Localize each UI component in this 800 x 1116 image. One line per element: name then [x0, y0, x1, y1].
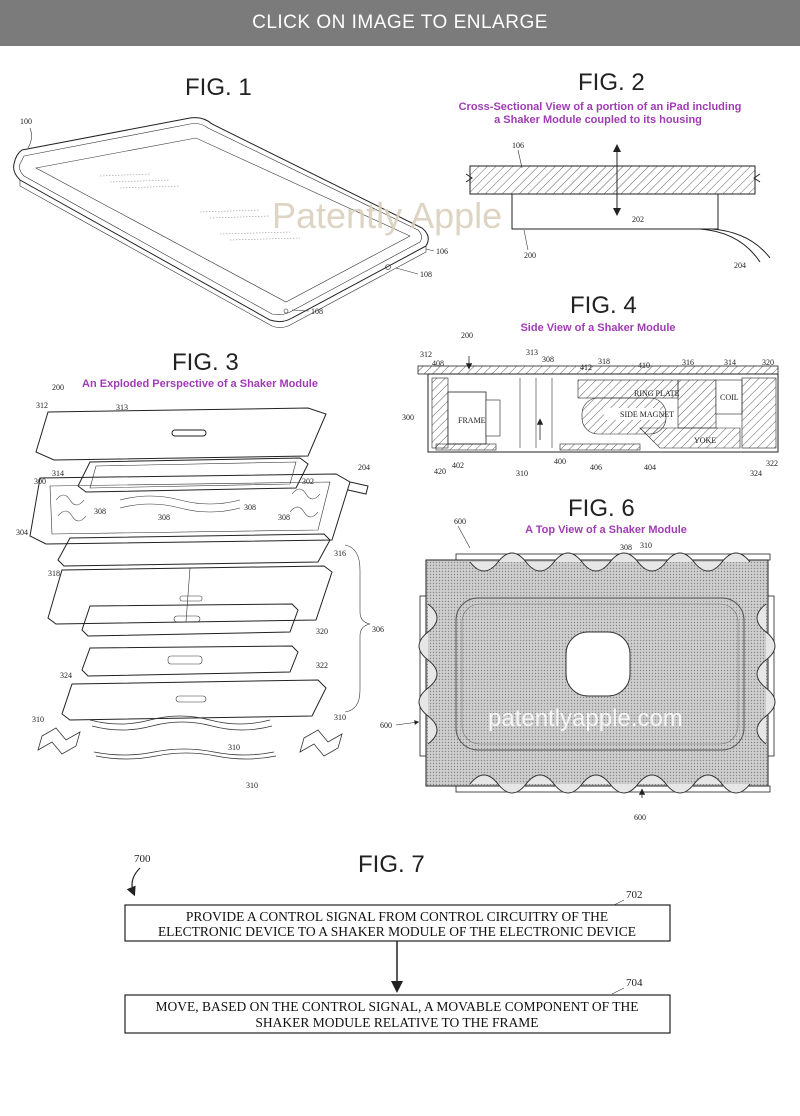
- label-yoke: YOKE: [694, 436, 716, 445]
- fig2-ref-202: 202: [632, 215, 644, 224]
- step-702-line1: PROVIDE A CONTROL SIGNAL FROM CONTROL CI…: [186, 909, 608, 924]
- fig3-group: FIG. 3 An Exploded Perspective of a Shak…: [16, 349, 384, 790]
- top-view-drawing: [419, 553, 775, 798]
- fig4-group: FIG. 4 Side View of a Shaker Module FRAM…: [402, 292, 778, 478]
- fig7-group: FIG. 7 700 702 PROVIDE A CONTROL SIGNAL …: [125, 851, 670, 1033]
- fig6-ref-600-bottom: 600: [634, 813, 646, 822]
- fig3-ref-310d: 310: [246, 781, 258, 790]
- step-702-line2: ELECTRONIC DEVICE TO A SHAKER MODULE OF …: [158, 924, 636, 939]
- fig2-caption-line1: Cross-Sectional View of a portion of an …: [459, 101, 742, 113]
- fig2-group: FIG. 2 Cross-Sectional View of a portion…: [459, 69, 770, 270]
- fig3-ref-204: 204: [358, 463, 370, 472]
- fig4-ref-200: 200: [461, 331, 473, 340]
- fig3-ref-310b: 310: [334, 713, 346, 722]
- fig3-ref-322: 322: [316, 661, 328, 670]
- fig1-ref-108a: 108: [420, 270, 432, 279]
- fig4-ref-400: 400: [554, 457, 566, 466]
- fig3-ref-200: 200: [52, 383, 64, 392]
- fig6-ref-310: 310: [640, 541, 652, 550]
- fig6-title: FIG. 6: [568, 495, 635, 522]
- fig4-ref-324: 324: [750, 469, 762, 478]
- fig3-ref-310c: 310: [228, 743, 240, 752]
- fig4-ref-318: 318: [598, 357, 610, 366]
- step-704-line1: MOVE, BASED ON THE CONTROL SIGNAL, A MOV…: [155, 999, 638, 1014]
- fig1-ref-100: 100: [20, 117, 32, 126]
- fig3-title: FIG. 3: [172, 349, 239, 376]
- click-to-enlarge-banner[interactable]: CLICK ON IMAGE TO ENLARGE: [0, 0, 800, 46]
- label-coil: COIL: [720, 393, 739, 402]
- label-side-magnet: SIDE MAGNET: [620, 410, 674, 419]
- fig4-ref-410: 410: [638, 361, 650, 370]
- shaker-200: [512, 194, 718, 229]
- fig3-ref-314: 314: [52, 469, 64, 478]
- fig4-ref-300: 300: [402, 413, 414, 422]
- fig4-ref-316: 316: [682, 358, 694, 367]
- fig2-title: FIG. 2: [578, 69, 645, 96]
- fig4-ref-402: 402: [452, 461, 464, 470]
- fig3-ref-308b: 308: [158, 513, 170, 522]
- fig4-ref-308: 308: [542, 355, 554, 364]
- housing-106: [470, 166, 755, 194]
- fig4-ref-310: 310: [516, 469, 528, 478]
- fig2-ref-204: 204: [734, 261, 746, 270]
- fig7-ref-704: 704: [626, 977, 643, 989]
- fig6-ref-308: 308: [620, 543, 632, 552]
- fig3-ref-310a: 310: [32, 715, 44, 724]
- fig4-ref-320: 320: [762, 358, 774, 367]
- fig6-ref-600-top: 600: [454, 517, 466, 526]
- fig4-ref-408: 408: [432, 359, 444, 368]
- fig3-caption: An Exploded Perspective of a Shaker Modu…: [82, 378, 318, 390]
- side-view-drawing: [418, 356, 778, 452]
- fig4-ref-314: 314: [724, 358, 736, 367]
- fig1-ref-106: 106: [436, 247, 448, 256]
- fig6-ref-600-left: 600: [380, 721, 392, 730]
- fig2-ref-200: 200: [524, 251, 536, 260]
- fig6-group: FIG. 6 A Top View of a Shaker Module pat…: [380, 495, 775, 822]
- fig4-caption: Side View of a Shaker Module: [520, 322, 675, 334]
- fig2-ref-106: 106: [512, 141, 524, 150]
- fig3-ref-308a: 308: [94, 507, 106, 516]
- fig4-ref-406: 406: [590, 463, 602, 472]
- fig4-ref-420: 420: [434, 467, 446, 476]
- label-frame: FRAME: [458, 416, 486, 425]
- fig4-ref-312: 312: [420, 350, 432, 359]
- fig3-ref-324: 324: [60, 671, 72, 680]
- watermark-patentlyapple-com: patentlyapple.com: [488, 705, 683, 732]
- fig3-ref-308c: 308: [244, 503, 256, 512]
- fig3-ref-313: 313: [116, 403, 128, 412]
- label-ring-plate: RING PLATE: [634, 389, 680, 398]
- fig3-ref-308d: 308: [278, 513, 290, 522]
- fig3-ref-300: 300: [34, 477, 46, 486]
- fig4-ref-322: 322: [766, 459, 778, 468]
- fig3-ref-318: 318: [48, 569, 60, 578]
- fig1-title: FIG. 1: [185, 74, 252, 101]
- fig7-ref-702: 702: [626, 889, 643, 901]
- fig3-ref-320: 320: [316, 627, 328, 636]
- step-704-line2: SHAKER MODULE RELATIVE TO THE FRAME: [255, 1015, 538, 1030]
- fig3-ref-306: 306: [372, 625, 384, 634]
- fig2-caption-line2: a Shaker Module coupled to its housing: [494, 114, 702, 126]
- watermark-patently-apple: Patently Apple: [272, 195, 502, 236]
- banner-label: CLICK ON IMAGE TO ENLARGE: [252, 12, 548, 34]
- fig3-ref-312: 312: [36, 401, 48, 410]
- fig4-ref-313: 313: [526, 348, 538, 357]
- fig7-ref-700: 700: [134, 853, 151, 865]
- fig1-ref-108b: 108: [311, 307, 323, 316]
- fig3-ref-316: 316: [334, 549, 346, 558]
- patent-figures[interactable]: FIG. 1 100 106 108 108: [0, 46, 800, 1116]
- fig3-ref-302: 302: [302, 477, 314, 486]
- fig3-ref-304: 304: [16, 528, 28, 537]
- exploded-layers: [30, 408, 370, 759]
- fig4-ref-412: 412: [580, 363, 592, 372]
- fig6-caption: A Top View of a Shaker Module: [525, 524, 687, 536]
- fig7-title: FIG. 7: [358, 851, 425, 878]
- fig4-ref-404: 404: [644, 463, 656, 472]
- fig4-title: FIG. 4: [570, 292, 637, 319]
